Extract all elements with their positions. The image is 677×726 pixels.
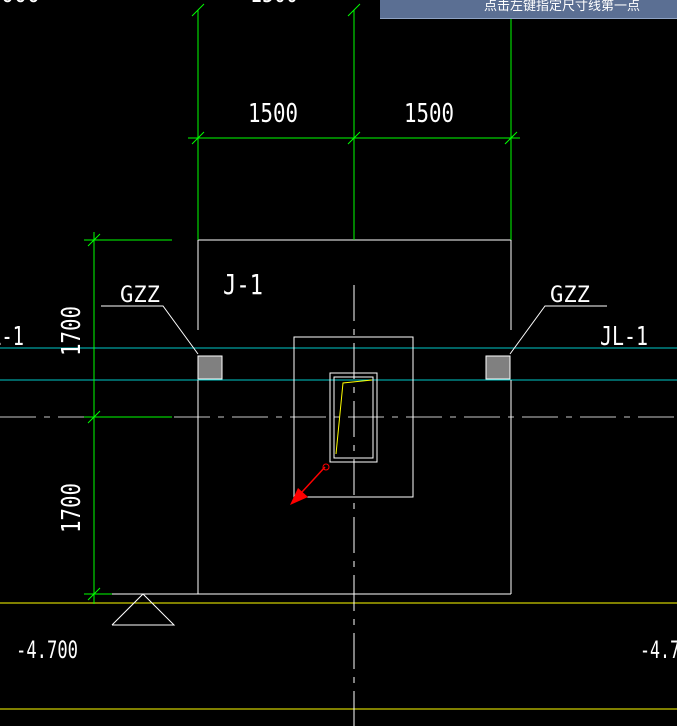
label-gzz-left: GZZ [120, 283, 160, 308]
beam-lines [0, 347, 677, 381]
cursor-arrow-icon [290, 463, 330, 505]
label-beam-left: L-1 [0, 322, 24, 352]
label-beam-right: JL-1 [600, 322, 648, 352]
dim-vertical-upper: 1700 [57, 306, 87, 356]
dim-horizontal-right: 1500 [404, 99, 454, 129]
column-gzz-right[interactable] [485, 355, 511, 380]
gzz-leaders [101, 305, 607, 355]
ground-lines [0, 602, 677, 710]
elevation-marker [111, 593, 176, 626]
pedestal-rect[interactable] [293, 336, 414, 498]
dim-vertical-lower: 1700 [57, 483, 87, 533]
label-footing-j1: J-1 [223, 268, 263, 301]
column-section[interactable] [329, 372, 378, 463]
dim-top-partial-left: 3000 [0, 0, 40, 8]
dim-top-partial-center: 1500 [250, 0, 298, 8]
command-tooltip: 点击左键指定尺寸线第一点 [380, 0, 677, 19]
label-gzz-right: GZZ [550, 283, 590, 308]
dim-horizontal-left: 1500 [248, 99, 298, 129]
label-elevation-right: -4.7 [640, 636, 677, 664]
dimension-lines [84, 3, 520, 604]
column-selection-highlight [335, 379, 373, 455]
column-gzz-left[interactable] [197, 355, 223, 380]
label-elevation-left: -4.700 [16, 636, 78, 664]
